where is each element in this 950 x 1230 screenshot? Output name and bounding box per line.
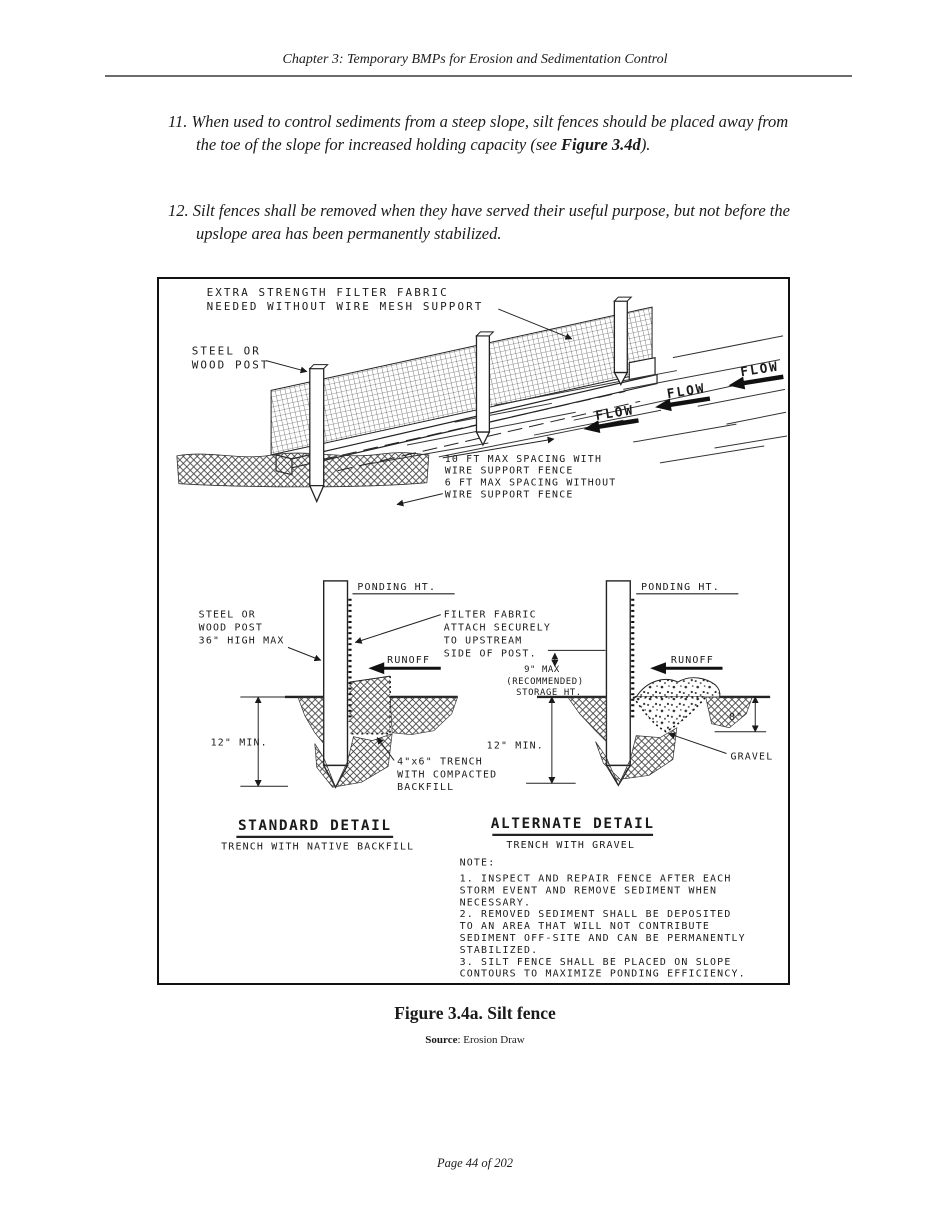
note-line: SEDIMENT OFF-SITE AND CAN BE PERMANENTLY [460, 933, 746, 944]
flow-arrow-3: FLOW [583, 403, 639, 433]
filter-fabric-label-3: TO UPSTREAM [444, 635, 523, 646]
post-section [322, 580, 349, 767]
source-label: Source [425, 1034, 458, 1046]
item-text: When used to control sediments from a st… [191, 112, 789, 154]
ponding-ht-label: PONDING HT. [357, 582, 436, 593]
note-line: 2. REMOVED SEDIMENT SHALL BE DEPOSITED [460, 909, 732, 920]
note-line: STABILIZED. [460, 945, 539, 956]
trench-backfill-top [349, 675, 391, 683]
note-line: 3. SILT FENCE SHALL BE PLACED ON SLOPE [460, 957, 732, 968]
filter-fabric-mesh [270, 306, 653, 456]
figure-caption: Figure 3.4a. Silt fence [394, 1003, 556, 1023]
filter-fabric-label-4: SIDE OF POST. [444, 648, 537, 659]
flow-label: FLOW [595, 403, 636, 424]
slope-toe-dashed-lines [320, 390, 641, 472]
trench-label-2: WITH COMPACTED [397, 769, 497, 780]
gravel-mound [635, 677, 721, 698]
trench-label-3: BACKFILL [397, 782, 454, 793]
ground-hatch-right [705, 696, 753, 729]
post36-label-3: 36" HIGH MAX [199, 635, 285, 646]
list-item-11: 11. When used to control sediments from … [168, 110, 796, 156]
fence-post-left [308, 364, 329, 504]
post36-label-2: WOOD POST [199, 623, 263, 634]
standard-detail-title: STANDARD DETAIL [238, 818, 392, 834]
runoff-label: RUNOFF [387, 655, 430, 666]
note-line: 1. INSPECT AND REPAIR FENCE AFTER EACH [460, 874, 732, 885]
slope-streak-lines [363, 335, 788, 466]
chapter-header: Chapter 3: Temporary BMPs for Erosion an… [282, 52, 668, 67]
figure-source: Source: Erosion Draw [0, 1034, 950, 1046]
dim-8-label: 8" [729, 712, 743, 723]
standard-detail-subtitle: TRENCH WITH NATIVE BACKFILL [221, 842, 414, 853]
spacing-label-2: WIRE SUPPORT FENCE [445, 466, 574, 477]
ground-hatch-left [567, 696, 607, 743]
header-rule [105, 75, 852, 77]
post36-label-1: STEEL OR [199, 610, 256, 621]
silt-fence-diagram: EXTRA STRENGTH FILTER FABRIC NEEDED WITH… [176, 286, 788, 980]
runoff-label: RUNOFF [671, 655, 714, 666]
fence-perspective-scene: EXTRA STRENGTH FILTER FABRIC NEEDED WITH… [176, 286, 788, 507]
storage-label-1: 9" MAX [524, 665, 560, 675]
filter-fabric-leader [354, 614, 441, 644]
trench-backfill [349, 676, 391, 734]
detail-titles: STANDARD DETAIL TRENCH WITH NATIVE BACKF… [221, 816, 655, 853]
source-value: : Erosion Draw [457, 1034, 525, 1046]
note-line: NECESSARY. [460, 897, 532, 908]
note-line: CONTOURS TO MAXIMIZE PONDING EFFICIENCY. [460, 969, 746, 980]
fabric-note-label-2: NEEDED WITHOUT WIRE MESH SUPPORT [207, 300, 484, 313]
flow-arrow-1: FLOW [728, 359, 784, 390]
steel-post-leader [266, 360, 308, 374]
dim-12-label: 12" MIN. [211, 738, 268, 749]
flow-label: FLOW [739, 359, 780, 380]
figure-reference: Figure 3.4d [561, 135, 641, 154]
trench-dotted-outline [349, 676, 391, 735]
item-text-end: ). [640, 135, 651, 154]
alternate-detail: PONDING HT. 9" MAX (RECOMMENDED) STORAGE… [487, 580, 773, 787]
flow-arrow-2: FLOW [655, 381, 711, 412]
figure-frame: EXTRA STRENGTH FILTER FABRIC NEEDED WITH… [157, 277, 790, 985]
spacing-leader-down [396, 493, 443, 507]
trench-leader [376, 737, 395, 761]
fabric-note-label: EXTRA STRENGTH FILTER FABRIC [207, 286, 449, 299]
gravel-wedge [631, 696, 708, 733]
ground-hatch-left [297, 696, 325, 745]
item-text: Silt fences shall be removed when they h… [192, 201, 790, 243]
note-line: TO AN AREA THAT WILL NOT CONTRIBUTE [460, 921, 710, 932]
fence-post-right [613, 296, 633, 386]
item-number: 11. [168, 112, 188, 131]
list-item-12: 12. Silt fences shall be removed when th… [168, 199, 796, 245]
spacing-label-1: 10 FT MAX SPACING WITH [445, 454, 602, 465]
ground-hatch-right [389, 696, 459, 736]
steel-post-label: STEEL OR [192, 345, 261, 358]
runoff-arrowhead [650, 662, 666, 675]
spacing-leader-up [442, 436, 555, 459]
note-title: NOTE: [460, 858, 496, 869]
ground-hatch-band [176, 452, 430, 488]
notes-block: NOTE: 1. INSPECT AND REPAIR FENCE AFTER … [460, 858, 746, 980]
storage-label-2: (RECOMMENDED) [506, 677, 583, 687]
filter-fabric-label-2: ATTACH SECURELY [444, 623, 551, 634]
gravel-label: GRAVEL [730, 751, 773, 762]
alternate-detail-subtitle: TRENCH WITH GRAVEL [506, 840, 635, 851]
standard-detail: PONDING HT. STEEL OR WOOD POST 36" HIGH … [199, 580, 551, 793]
ponding-ht-label: PONDING HT. [641, 582, 720, 593]
spacing-label-3: 6 FT MAX SPACING WITHOUT [445, 478, 617, 489]
steel-post-label-2: WOOD POST [192, 359, 270, 372]
item-number: 12. [168, 201, 189, 220]
flow-label: FLOW [666, 381, 707, 402]
note-line: STORM EVENT AND REMOVE SEDIMENT WHEN [460, 885, 718, 896]
page-number: Page 44 of 202 [436, 1156, 514, 1170]
alternate-detail-title: ALTERNATE DETAIL [491, 816, 655, 832]
spacing-label-4: WIRE SUPPORT FENCE [445, 490, 574, 501]
filter-fabric-label-1: FILTER FABRIC [444, 610, 537, 621]
fence-post-middle [475, 331, 495, 447]
post36-leader [287, 646, 322, 662]
dim-12-label: 12" MIN. [487, 741, 544, 752]
runoff-arrowhead [368, 662, 385, 675]
post-section [605, 580, 631, 767]
storage-label-3: STORAGE HT. [516, 688, 582, 698]
gravel-leader [668, 732, 727, 754]
trench-label-1: 4"x6" TRENCH [397, 756, 483, 767]
fabric-note-leader [498, 308, 573, 340]
